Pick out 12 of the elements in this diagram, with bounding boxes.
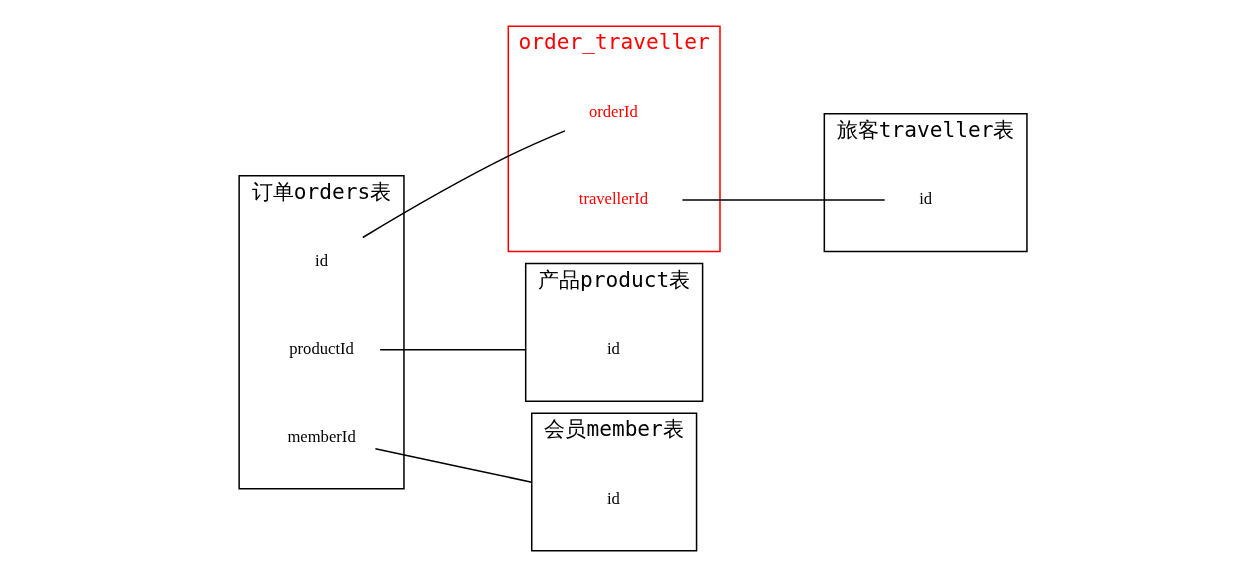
node-text: id (606, 488, 620, 508)
connector (361, 130, 566, 239)
node-text: orderId (588, 101, 638, 121)
node-text: id (606, 338, 620, 358)
node-text: id (918, 189, 932, 209)
node-text: productId (288, 338, 354, 358)
node-text: id (314, 251, 328, 271)
node-text: memberId (286, 426, 356, 446)
node-text: travellerId (578, 189, 648, 209)
connector (378, 349, 526, 351)
connector (681, 199, 885, 201)
connector (374, 447, 532, 483)
